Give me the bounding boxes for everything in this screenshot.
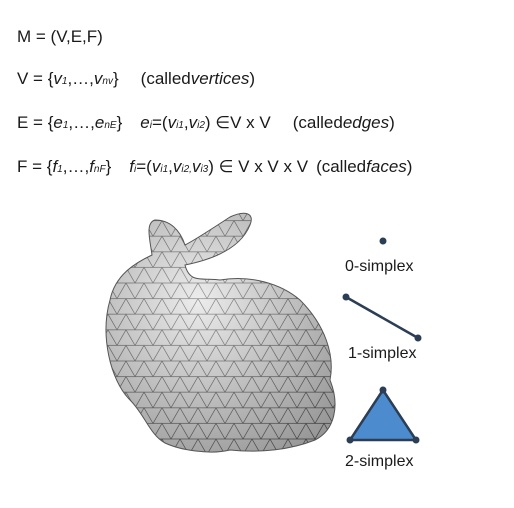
edge-def-open: =( <box>151 113 168 132</box>
two-simplex-triangle <box>347 387 419 442</box>
two-simplex-label: 2-simplex <box>345 453 414 470</box>
face-vertex-b-sub: i2, <box>181 164 192 175</box>
vertices-end: ) <box>249 69 255 88</box>
edges-called: (called <box>292 113 343 132</box>
edge-first: e <box>53 113 63 132</box>
vertex-first-sub: 1 <box>61 76 68 87</box>
edge-vertex-b-sub: i2 <box>197 120 205 131</box>
edge-vertex-a-sub: i1 <box>176 120 184 131</box>
face-set-close: } <box>105 157 112 176</box>
edge-set-close: } <box>116 113 123 132</box>
face-vertex-c: v <box>191 157 201 176</box>
two-simplex-vertex-left <box>346 436 354 444</box>
edge-last: e <box>94 113 105 132</box>
edge-set-open: E = { <box>17 113 54 132</box>
edges-word: edges <box>342 113 390 132</box>
vertex-last-sub: nv <box>102 76 113 87</box>
edge-last-sub: nE <box>104 120 117 131</box>
face-vertex-a-sub: i1 <box>160 164 169 175</box>
vertex-last: v <box>93 69 103 88</box>
edge-first-sub: 1 <box>62 120 69 131</box>
bunny-mesh-icon <box>105 212 336 453</box>
vertices-called: (called <box>140 69 191 88</box>
two-simplex-vertex-right <box>412 436 420 444</box>
face-comma: , <box>168 157 173 176</box>
two-simplex-vertex-top <box>379 386 387 394</box>
face-vertex-a: v <box>151 157 161 176</box>
edge-comma: , <box>183 113 189 132</box>
mesh-definition: M = (V,E,F) <box>17 27 103 47</box>
edges-end: ) <box>389 113 395 132</box>
edge-vertex-b: v <box>188 113 198 132</box>
one-simplex-label: 1-simplex <box>348 345 417 362</box>
vertex-set-close: } <box>112 69 119 88</box>
one-simplex-vertex-a <box>342 293 350 301</box>
face-last-sub: nF <box>93 164 106 175</box>
face-vertex-b: v <box>172 157 182 176</box>
edge-vertex-a: v <box>167 113 177 132</box>
faces-called: (called <box>316 157 367 176</box>
zero-simplex-label: 0-simplex <box>345 258 414 275</box>
face-vertex-c-sub: i3 <box>200 164 209 175</box>
face-rhs: ) ∈ V x V x V <box>208 157 309 176</box>
vertices-word: vertices <box>190 69 250 88</box>
face-dots: ,…, <box>62 157 90 176</box>
vertex-first: v <box>53 69 62 88</box>
zero-simplex-vertex <box>379 237 387 245</box>
faces-end: ) <box>406 157 413 176</box>
edge-dots: ,…, <box>68 113 95 132</box>
mesh-definition-text: M = (V,E,F) <box>17 27 103 46</box>
edge-rhs: ) ∈V x V <box>204 113 271 132</box>
face-i-sub: i <box>134 164 137 175</box>
face-first: f <box>52 157 58 176</box>
vertex-dots: ,…, <box>67 69 94 88</box>
face-def-open: =( <box>136 157 152 176</box>
edge-i: e <box>140 113 150 132</box>
face-first-sub: 1 <box>57 164 63 175</box>
one-simplex-edge <box>345 295 419 340</box>
one-simplex-vertex-b <box>414 334 422 342</box>
face-i: f <box>129 157 135 176</box>
face-set-open: F = { <box>17 157 53 176</box>
faces-word: faces <box>366 157 407 176</box>
face-last: f <box>89 157 94 176</box>
edge-i-sub: i <box>149 120 152 131</box>
vertex-set-open: V = { <box>17 69 54 88</box>
